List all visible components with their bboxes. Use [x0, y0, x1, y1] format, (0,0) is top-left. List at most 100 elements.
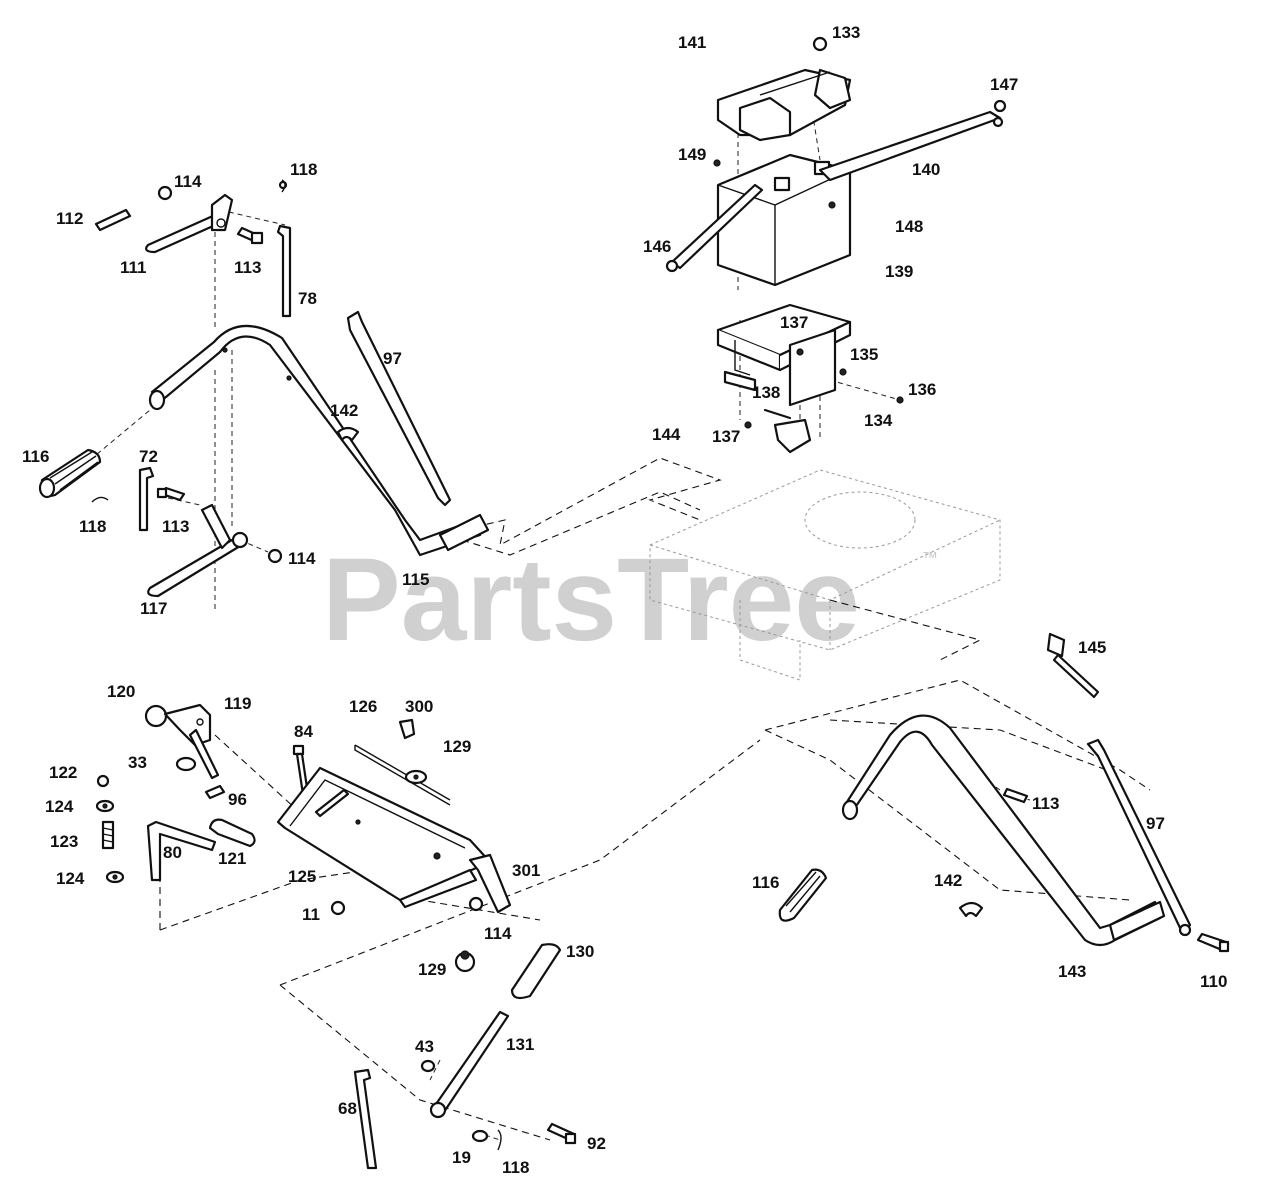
- callout-96: 96: [228, 790, 247, 809]
- lever-131: [429, 1010, 510, 1119]
- callout-117: 117: [140, 599, 167, 618]
- callout-137-top: 137: [780, 313, 808, 332]
- switch-145: [1046, 632, 1100, 699]
- callout-116-right: 116: [752, 873, 779, 892]
- control-lever-119: [163, 703, 220, 780]
- nut-114: [157, 185, 173, 201]
- callout-114-panel: 114: [484, 924, 512, 943]
- callout-119: 119: [224, 694, 251, 713]
- callout-141: 141: [678, 33, 706, 52]
- callout-129-bottom: 129: [418, 960, 446, 979]
- callout-136: 136: [908, 380, 936, 399]
- handle-bar-143: [841, 714, 1166, 947]
- bracket-301: [468, 853, 512, 914]
- callout-139: 139: [885, 262, 913, 281]
- battery-hardware: [713, 159, 836, 209]
- callout-142-right: 142: [934, 871, 962, 890]
- knob-120: [144, 704, 168, 728]
- battery-cable-positive: [818, 99, 1007, 182]
- callout-19: 19: [452, 1148, 471, 1167]
- callout-112: 112: [56, 209, 83, 228]
- clip-118: [281, 179, 286, 193]
- clamp-142-right: [958, 901, 984, 918]
- washer-33: [175, 756, 197, 772]
- callout-118-left: 118: [79, 517, 106, 536]
- callout-68: 68: [338, 1099, 357, 1118]
- callout-137-bottom: 137: [712, 427, 740, 446]
- grommet-129-top: [404, 769, 428, 785]
- callout-133: 133: [832, 23, 860, 42]
- callout-142-left: 142: [330, 401, 358, 420]
- nut-122: [96, 774, 110, 788]
- callout-125: 125: [288, 867, 316, 886]
- callout-126: 126: [349, 697, 377, 716]
- callout-33: 33: [128, 753, 147, 772]
- cap-300: [398, 718, 416, 740]
- grommet-129-bottom: [454, 950, 476, 973]
- clip-118-left: [91, 496, 109, 503]
- decal-126: [354, 744, 451, 806]
- callout-124-bottom: 124: [56, 869, 85, 888]
- callout-149: 149: [678, 145, 706, 164]
- spring-123: [101, 820, 115, 850]
- callout-145: 145: [1078, 638, 1106, 657]
- bolt-110: [1196, 932, 1230, 953]
- battery-cover: [716, 68, 852, 142]
- callout-120: 120: [107, 682, 135, 701]
- callout-113-right: 113: [1032, 794, 1059, 813]
- clip-118-bottom: [497, 1129, 502, 1151]
- callout-301: 301: [512, 861, 540, 880]
- callout-80: 80: [163, 843, 182, 862]
- battery-cable-negative: [665, 183, 764, 273]
- callout-124-top: 124: [45, 797, 74, 816]
- watermark-trademark: ™: [922, 550, 938, 567]
- washer-43: [420, 1059, 436, 1073]
- grip-130: [510, 943, 562, 1000]
- callout-143: 143: [1058, 962, 1086, 981]
- watermark: PartsTree: [322, 534, 860, 666]
- callout-147: 147: [990, 75, 1018, 94]
- strap-97-right: [1086, 738, 1192, 937]
- callout-118-top: 118: [290, 160, 317, 179]
- callout-110: 110: [1200, 972, 1227, 991]
- lever-111: [145, 193, 234, 254]
- handle-bar-115: [148, 324, 490, 557]
- callout-130: 130: [566, 942, 594, 961]
- callout-300: 300: [405, 697, 433, 716]
- callout-113-top: 113: [234, 258, 261, 277]
- washer-19: [471, 1129, 489, 1143]
- clamp-142-left: [336, 426, 360, 442]
- callout-148: 148: [895, 217, 923, 236]
- pin-96: [204, 784, 226, 800]
- callout-43: 43: [415, 1037, 434, 1056]
- callout-78: 78: [298, 289, 317, 308]
- washer-124-top: [95, 799, 115, 813]
- battery-tray-hardware: [744, 348, 904, 454]
- callout-146: 146: [643, 237, 671, 256]
- rod-68: [353, 1068, 378, 1170]
- pin-112: [94, 208, 132, 232]
- callout-97-right: 97: [1146, 814, 1165, 833]
- callout-134: 134: [864, 411, 893, 430]
- grip-121: [208, 818, 256, 848]
- callout-123: 123: [50, 832, 78, 851]
- washer-124-bottom: [105, 870, 125, 884]
- callout-118-bottom: 118: [502, 1158, 529, 1177]
- rod-72: [138, 466, 155, 532]
- callout-116-left: 116: [22, 447, 49, 466]
- control-panel-125: [276, 766, 492, 909]
- callout-131: 131: [506, 1035, 534, 1054]
- strap-97-left: [346, 310, 452, 507]
- callout-121: 121: [218, 849, 246, 868]
- callout-135: 135: [850, 345, 878, 364]
- grip-116-left: [38, 448, 102, 499]
- bolt-92: [546, 1122, 577, 1145]
- callout-140: 140: [912, 160, 940, 179]
- bolt-113-left: [156, 486, 186, 502]
- callout-113-left: 113: [162, 517, 189, 536]
- callout-114-top: 114: [174, 172, 202, 191]
- callout-11: 11: [302, 905, 320, 924]
- bolt-113-right: [1002, 787, 1029, 804]
- callout-111: 111: [120, 258, 147, 277]
